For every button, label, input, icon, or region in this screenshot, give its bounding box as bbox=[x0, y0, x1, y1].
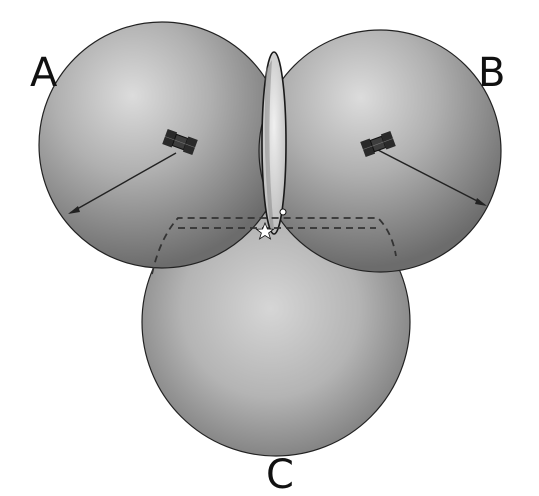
label-b: B bbox=[478, 50, 505, 96]
intersection-point bbox=[280, 209, 286, 215]
label-a: A bbox=[30, 50, 58, 96]
sphere-a bbox=[39, 22, 285, 268]
label-c: C bbox=[266, 452, 294, 496]
